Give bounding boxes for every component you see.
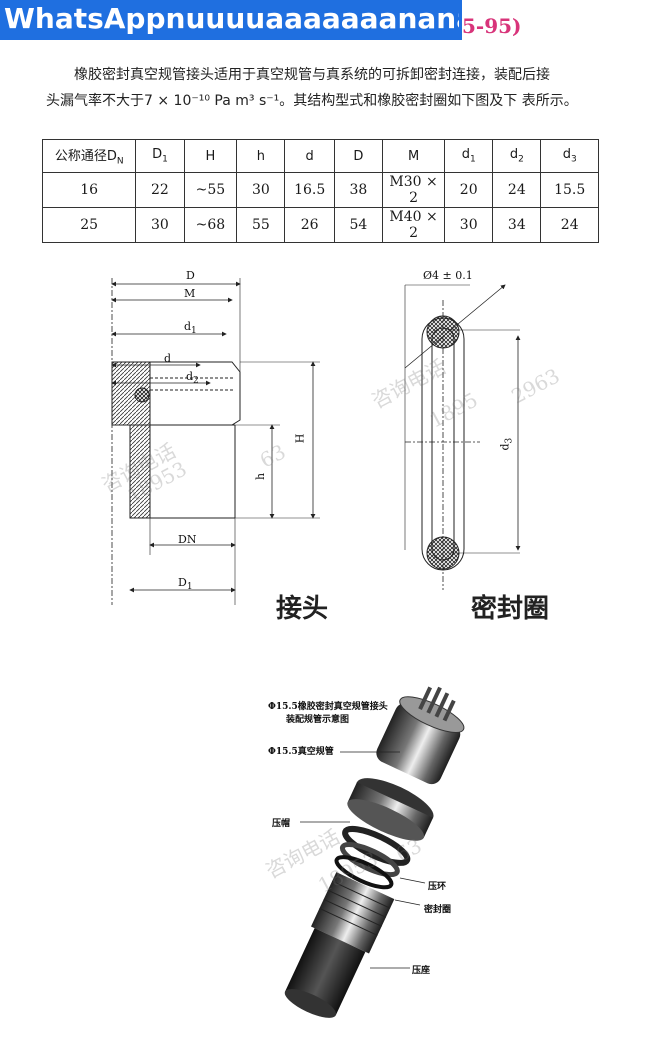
intro-line-2: 头漏气率不大于7 × 10⁻¹⁰ Pa m³ s⁻¹。其结构型式和橡胶密封圈如下… [46,93,578,109]
header-cell: d1 [444,139,494,173]
ring-parts [334,825,411,890]
table-cell: 22 [135,172,185,208]
banner-text: WhatsAppnuuuuaaaaaaananap [4,2,459,35]
dim-label-M: M [184,287,196,300]
cap-part [347,778,434,841]
table-cell: 34 [492,207,542,243]
header-cell: 公称通径DN [41,139,137,173]
table-cell: M30 × 2 [381,172,446,208]
dim-label-d2: d2 [186,370,199,387]
leader-lines [300,751,426,969]
header-cell: M [381,139,446,173]
seal-ring-drawing [404,284,521,590]
joint-drawing [111,278,320,605]
dim-label-DN: DN [178,533,197,546]
header-cell: d2 [492,139,542,173]
label-cap: 压帽 [272,819,291,829]
dim-label-d1: d1 [184,320,197,337]
label-gauge-tube: Φ15.5真空规管 [268,747,334,757]
intro-line-1: 橡胶密封真空规管接头适用于真空规管与真系统的可拆卸密封连接，装配后接 [74,67,550,83]
header-cell: D [333,139,384,173]
assembly-title-line-1: Φ15.5橡胶密封真空规管接头 [268,702,388,712]
table-cell: 26 [284,207,335,243]
table-cell: 54 [333,207,384,243]
table-cell: 30 [135,207,185,243]
dim-label-h: h [254,472,268,481]
header-cell: h [236,139,286,173]
table-header-row: 公称通径DN D1 H h d D M d1 d2 d3 [41,139,599,173]
label-seal-ring: 密封圈 [424,905,452,915]
dim-label-d: d [164,352,172,365]
dim-label-d3: d3 [498,437,515,451]
standard-number-tail: 5-95) [462,14,522,38]
header-cell: D1 [135,139,185,173]
table-cell: 30 [444,207,494,243]
table-cell: 55 [236,207,286,243]
assembly-title-line-2: 装配规管示意图 [286,715,350,725]
table-cell: M40 × 2 [381,207,446,243]
table-cell: 30 [236,172,286,208]
header-cell: d3 [540,139,599,173]
table-cell: 24 [492,172,542,208]
intro-paragraph: 橡胶密封真空规管接头适用于真空规管与真系统的可拆卸密封连接，装配后接 头漏气率不… [46,62,641,114]
header-cell: H [183,139,238,173]
table-cell: 24 [540,207,599,243]
table-cell: 16.5 [284,172,335,208]
caption-joint: 接头 [276,594,329,624]
header-cell: d [284,139,335,173]
assembly-illustration [284,686,465,1018]
table-row: 25 30 ~68 55 26 54 M40 × 2 30 34 24 [41,207,599,243]
label-press-ring: 压环 [428,882,447,892]
technical-drawing [111,278,521,605]
label-seat: 压座 [412,966,431,976]
table-cell: ~55 [183,172,238,208]
dim-label-phi: Ø4 ± 0.1 [423,269,473,282]
dim-label-D1: D1 [178,576,193,593]
caption-seal-ring: 密封圈 [471,594,550,624]
table-cell: 25 [41,207,137,243]
dim-label-D: D [186,269,195,282]
spec-table: 公称通径DN D1 H h d D M d1 d2 d3 16 22 ~55 3… [41,139,599,243]
table-cell: 20 [444,172,494,208]
table-cell: ~68 [183,207,238,243]
table-cell: 16 [41,172,137,208]
table-cell: 15.5 [540,172,599,208]
seat-part [284,872,395,1018]
whatsapp-banner: WhatsAppnuuuuaaaaaaananap [0,0,462,40]
dim-label-H: H [293,433,307,444]
table-row: 16 22 ~55 30 16.5 38 M30 × 2 20 24 15.5 [41,172,599,208]
gauge-tube-part [376,686,465,785]
table-cell: 38 [333,172,384,208]
